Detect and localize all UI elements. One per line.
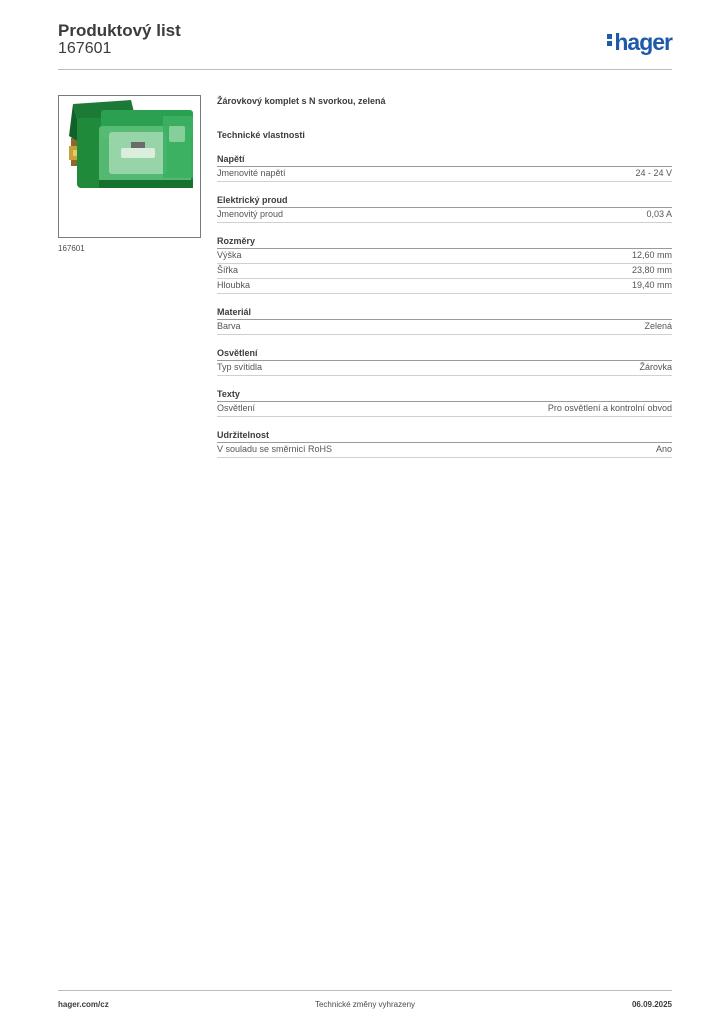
group-title: Elektrický proud	[217, 194, 672, 208]
footer-date: 06.09.2025	[631, 1000, 672, 1009]
page-header: Produktový list 167601 hager	[58, 20, 673, 70]
group-osvetleni: Osvětlení Typ svítidla Žárovka	[217, 347, 672, 376]
property-value: Ano	[655, 444, 672, 454]
group-udrzitelnost: Udržitelnost V souladu se směrnicí RoHS …	[217, 429, 672, 458]
group-napeti: Napětí Jmenovité napětí 24 - 24 V	[217, 153, 672, 182]
page-footer: hager.com/cz Technické změny vyhrazeny 0…	[58, 990, 672, 1015]
property-value: Zelená	[644, 321, 672, 331]
page-title: Produktový list	[58, 21, 181, 40]
section-heading: Technické vlastnosti	[217, 130, 305, 140]
property-label: V souladu se směrnicí RoHS	[217, 444, 333, 454]
property-value: Pro osvětlení a kontrolní obvod	[547, 403, 672, 413]
property-value: 0,03 A	[646, 209, 672, 219]
property-row: Barva Zelená	[217, 320, 672, 335]
group-title: Udržitelnost	[217, 429, 672, 443]
property-value: 23,80 mm	[631, 265, 672, 275]
property-value: 12,60 mm	[631, 250, 672, 260]
group-title: Osvětlení	[217, 347, 672, 361]
group-material: Materiál Barva Zelená	[217, 306, 672, 335]
product-photo-icon	[69, 100, 193, 188]
group-title: Texty	[217, 388, 672, 402]
product-name: Žárovkový komplet s N svorkou, zelená	[217, 96, 386, 106]
property-label: Jmenovitý proud	[217, 209, 284, 219]
property-row: Šířka 23,80 mm	[217, 264, 672, 279]
image-caption: 167601	[58, 244, 85, 253]
property-label: Osvětlení	[217, 403, 256, 413]
property-row: Jmenovité napětí 24 - 24 V	[217, 167, 672, 182]
property-value: 19,40 mm	[631, 280, 672, 290]
footer-notice: Technické změny vyhrazeny	[314, 1000, 416, 1009]
property-row: Osvětlení Pro osvětlení a kontrolní obvo…	[217, 402, 672, 417]
property-row: Hloubka 19,40 mm	[217, 279, 672, 294]
product-number: 167601	[58, 40, 112, 57]
property-label: Výška	[217, 250, 242, 260]
group-title: Napětí	[217, 153, 672, 167]
property-label: Typ svítidla	[217, 362, 263, 372]
property-label: Hloubka	[217, 280, 251, 290]
property-row: V souladu se směrnicí RoHS Ano	[217, 443, 672, 458]
hager-logo: hager	[607, 28, 673, 56]
group-title: Rozměry	[217, 235, 672, 249]
group-title: Materiál	[217, 306, 672, 320]
group-texty: Texty Osvětlení Pro osvětlení a kontroln…	[217, 388, 672, 417]
logo-text: hager	[614, 29, 673, 55]
property-row: Výška 12,60 mm	[217, 249, 672, 264]
property-label: Jmenovité napětí	[217, 168, 286, 178]
group-elektricky-proud: Elektrický proud Jmenovitý proud 0,03 A	[217, 194, 672, 223]
property-value: Žárovka	[639, 362, 672, 372]
logo-dots-icon	[607, 32, 613, 48]
product-details: Žárovkový komplet s N svorkou, zelená Te…	[217, 95, 672, 458]
product-image	[58, 95, 201, 238]
property-row: Jmenovitý proud 0,03 A	[217, 208, 672, 223]
group-rozmery: Rozměry Výška 12,60 mm Šířka 23,80 mm Hl…	[217, 235, 672, 294]
property-row: Typ svítidla Žárovka	[217, 361, 672, 376]
property-label: Šířka	[217, 265, 239, 275]
property-label: Barva	[217, 321, 241, 331]
property-value: 24 - 24 V	[635, 168, 672, 178]
footer-website-link[interactable]: hager.com/cz	[58, 1000, 109, 1009]
